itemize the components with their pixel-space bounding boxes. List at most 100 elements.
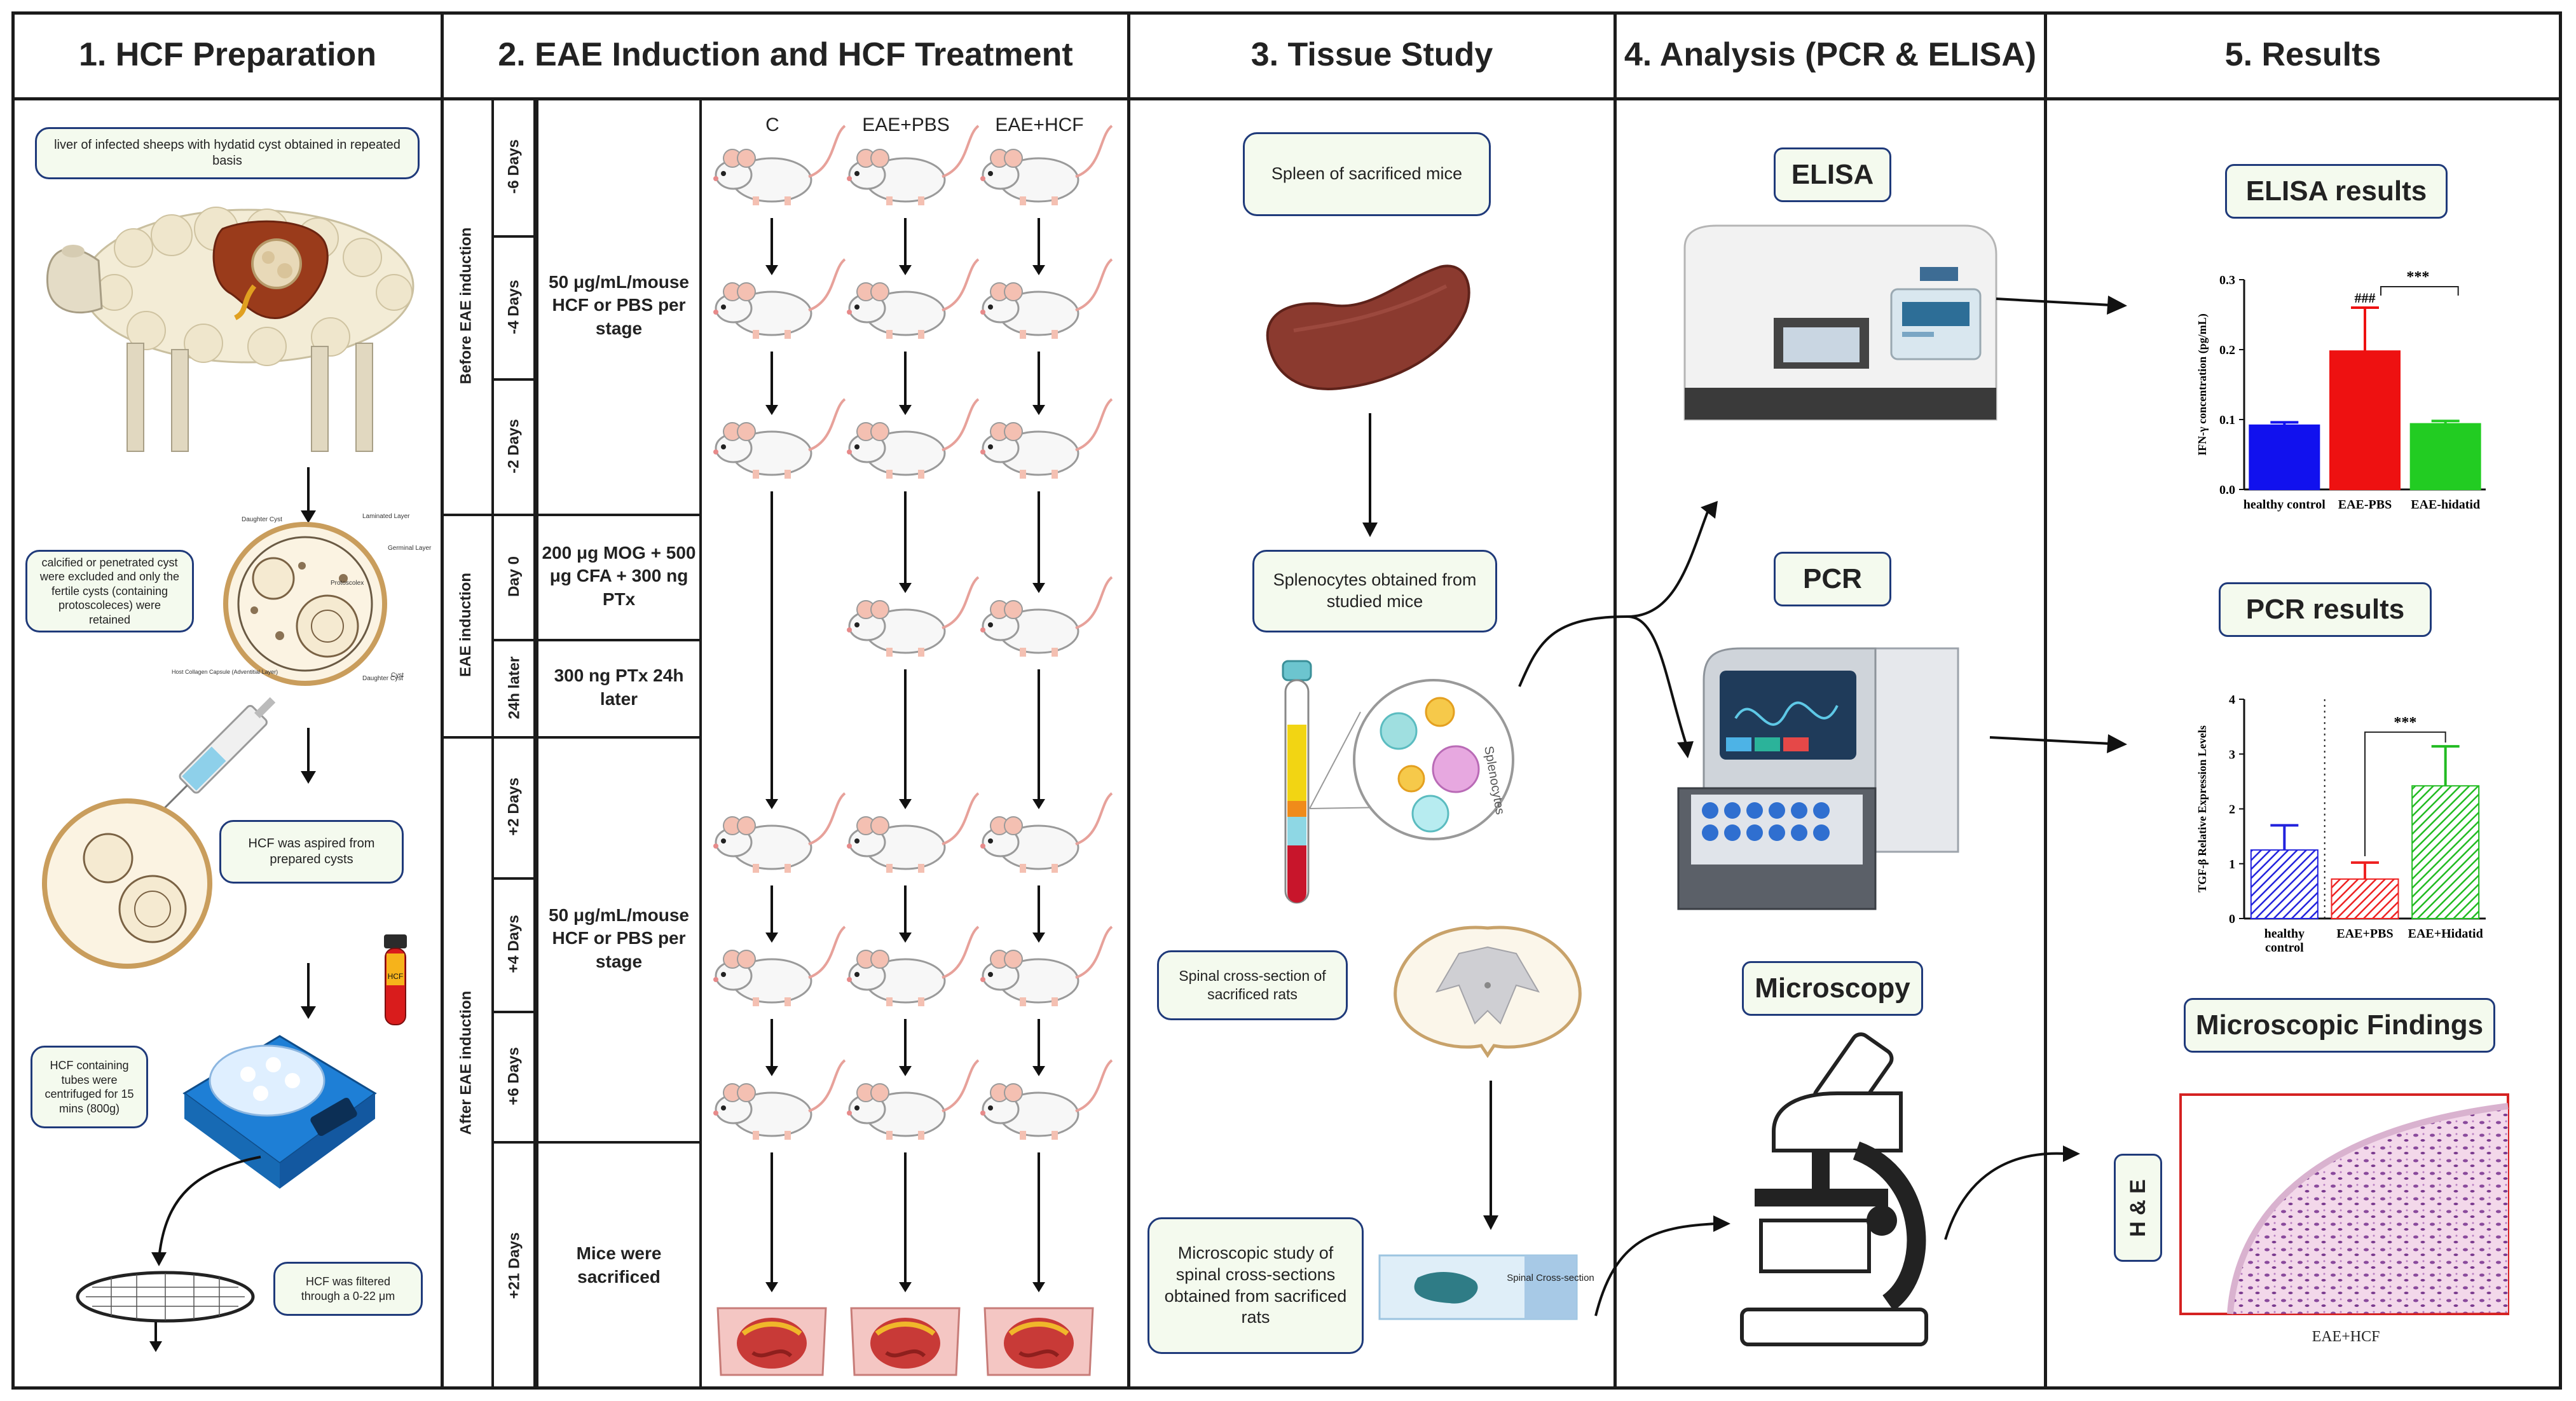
header-tissue-study: 3. Tissue Study	[1127, 11, 1617, 100]
mouse-g2-r0	[980, 125, 1113, 205]
microscopy-tag: Microscopy	[1742, 961, 1923, 1016]
filter-arrow	[151, 1156, 261, 1266]
dose-day0: 200 μg MOG + 500 μg CFA + 300 ng PTx	[542, 542, 696, 609]
x-tick-label-2: EAE+Hidatid	[2408, 927, 2483, 941]
group-eae-hcf: EAE+HCF	[995, 114, 1084, 135]
cyst-label-daughter-2: Daughter Cyst	[362, 675, 403, 682]
cyst-selection-note: calcified or penetrated cyst were exclud…	[25, 550, 194, 632]
centrifuge-note: HCF containing tubes were centrifuged fo…	[31, 1046, 148, 1128]
cyst-label-cyst: Cyst	[391, 672, 404, 679]
y-tick-label: 0.0	[2219, 483, 2235, 497]
y-tick-label: 2	[2229, 803, 2235, 817]
spleen-illustration	[1266, 264, 1470, 390]
mouse-g0-after1	[713, 926, 846, 1006]
phase-after: After EAE induction	[457, 990, 475, 1135]
arrow-g2-5	[1032, 885, 1045, 943]
time-24h: 24h later	[505, 656, 523, 719]
spinal-cross-section	[1394, 926, 1582, 1058]
mouse-g0-r0	[713, 125, 846, 205]
annotation-stars: ***	[2394, 714, 2416, 731]
slide-illustration: Spinal Cross-section	[1378, 1254, 1594, 1320]
slide-label: Spinal Cross-section	[1507, 1273, 1594, 1283]
microscopic-findings-title: Microscopic Findings	[2184, 998, 2495, 1053]
filter-note: HCF was filtered through a 0-22 μm	[273, 1262, 423, 1316]
pcr-results-title: PCR results	[2219, 582, 2432, 637]
arrow-g2-3	[1032, 491, 1045, 593]
arrow-elisa-result	[1996, 296, 2127, 315]
significance-bracket	[2380, 286, 2459, 296]
mouse-g1-r0	[847, 125, 980, 205]
arrow-g1-7	[899, 1152, 912, 1292]
arrow-microscopy-result	[1944, 1145, 2080, 1240]
x-tick-label-1: EAE-PBS	[2338, 498, 2392, 512]
x-tick-label-0: healthy control	[2244, 498, 2326, 512]
microscope-illustration	[1740, 1032, 1928, 1346]
mouse-g1-r1	[847, 258, 980, 339]
microscopic-note: Microscopic study of spinal cross-sectio…	[1148, 1217, 1364, 1354]
x-tick-label-2: EAE-hidatid	[2411, 498, 2480, 512]
group-c: C	[765, 114, 779, 135]
time-minus-6: -6 Days	[505, 139, 523, 194]
mouse-g2-after0	[980, 792, 1113, 873]
dissected-mouse-g0	[716, 1307, 827, 1376]
y-tick-label: 0.3	[2219, 273, 2235, 287]
y-tick-label: 4	[2229, 693, 2235, 707]
y-axis-label: IFN-γ concentration (pg/mL)	[2196, 313, 2209, 455]
column-4	[1613, 11, 2047, 1390]
sheep-illustration	[46, 207, 414, 452]
arrow-g0-5	[765, 885, 778, 943]
arrow-g0-2	[765, 352, 778, 415]
cyst-label-laminated: Laminated Layer	[362, 513, 410, 520]
y-tick-label: 3	[2229, 748, 2235, 762]
arrow-g2-1	[1032, 218, 1045, 275]
x-tick-label-0: control	[2265, 941, 2304, 955]
phase-grid	[441, 97, 536, 1390]
header-hcf-preparation: 1. HCF Preparation	[11, 11, 444, 100]
arrow-g0-7	[765, 1152, 778, 1292]
phase-before: Before EAE induction	[457, 227, 474, 384]
he-micrograph	[2179, 1093, 2509, 1315]
hcf-tube: HCF	[384, 934, 407, 1025]
liver-note: liver of infected sheeps with hydatid cy…	[35, 127, 420, 179]
column-2	[441, 11, 1130, 1390]
annotation-stars: ***	[2406, 269, 2429, 285]
arrow-down-1	[301, 467, 316, 523]
x-tick-label-1: EAE+PBS	[2336, 927, 2393, 941]
bar-2	[2409, 423, 2481, 491]
dose-24h: 300 ng PTx 24h later	[554, 666, 684, 709]
x-tick-label-0: healthy	[2264, 927, 2305, 941]
mouse-g2-after1	[980, 926, 1113, 1006]
dose-before: 50 μg/mL/mouse HCF or PBS per stage	[549, 271, 689, 338]
splenocytes-note: Splenocytes obtained from studied mice	[1252, 550, 1497, 632]
cyst-label-host-capsule: Host Collagen Capsule (Adventitial Layer…	[172, 669, 278, 675]
significance-bracket	[2364, 731, 2446, 857]
annotation-hash: ###	[2355, 290, 2376, 306]
elisa-reader-illustration	[1683, 224, 1997, 421]
arrow-g1-6	[899, 1019, 912, 1076]
header-eae-induction: 2. EAE Induction and HCF Treatment	[441, 11, 1130, 100]
time-plus-2: +2 Days	[505, 777, 523, 836]
mouse-g0-after0	[713, 792, 846, 873]
arrow-g0-long	[765, 491, 778, 809]
syringe-and-cyst	[42, 697, 276, 969]
sacrifice-note: Mice were sacrificed	[576, 1243, 662, 1287]
header-results: 5. Results	[2044, 11, 2562, 100]
arrow-pcr-result	[1989, 734, 2127, 753]
arrow-g0-1	[765, 218, 778, 275]
mouse-g1-after1	[847, 926, 980, 1006]
y-tick-label: 0.2	[2219, 343, 2235, 357]
micrograph-caption: EAE+HCF	[2312, 1329, 2380, 1345]
mouse-g1-induced	[847, 576, 980, 657]
dissected-mouse-g1	[850, 1307, 961, 1376]
mouse-g2-r1	[980, 258, 1113, 339]
arrow-g1-4	[899, 669, 912, 809]
time-plus-4: +4 Days	[505, 915, 523, 973]
hydatid-cyst-diagram: Daughter Cyst Laminated Layer Germinal L…	[172, 513, 432, 686]
arrow-to-microscopy	[1594, 1215, 1730, 1316]
cyst-label-protoscolex: Protoscolex	[331, 580, 364, 587]
he-label: H & E	[2125, 1179, 2150, 1237]
spleen-note: Spleen of sacrificed mice	[1243, 132, 1491, 216]
arrow-g1-5	[899, 885, 912, 943]
